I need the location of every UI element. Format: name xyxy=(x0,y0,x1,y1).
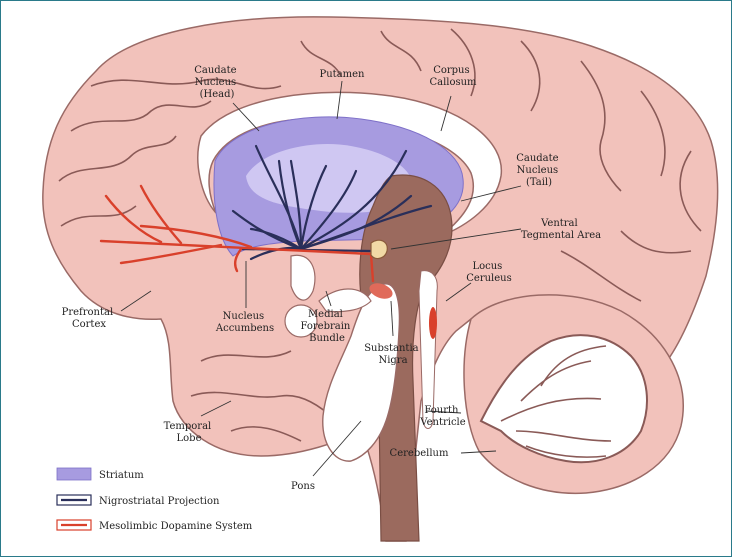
locus-ceruleus-mark xyxy=(429,307,437,339)
legend-label-striatum: Striatum xyxy=(99,470,144,481)
legend: Striatum Nigrostriatal Projection Mesoli… xyxy=(57,468,253,532)
vta-body xyxy=(371,240,387,258)
label-fourth-ventricle: Fourth Ventricle xyxy=(419,405,465,428)
legend-label-mesolimbic: Mesolimbic Dopamine System xyxy=(99,521,253,532)
label-cerebellum: Cerebellum xyxy=(390,448,449,459)
label-nucleus-accumbens: Nucleus Accumbens xyxy=(215,311,274,334)
label-pons: Pons xyxy=(291,481,315,492)
label-caudate-head: Caudate Nucleus (Head) xyxy=(194,65,240,100)
label-prefrontal-cortex: Prefrontal Cortex xyxy=(62,307,117,330)
label-corpus-callosum: Corpus Callosum xyxy=(429,65,477,88)
legend-item-nigrostriatal: Nigrostriatal Projection xyxy=(57,495,220,507)
legend-item-mesolimbic: Mesolimbic Dopamine System xyxy=(57,520,253,532)
legend-label-nigrostriatal: Nigrostriatal Projection xyxy=(99,496,220,507)
label-locus-ceruleus: Locus Ceruleus xyxy=(466,261,511,284)
legend-swatch-striatum xyxy=(57,468,91,480)
legend-item-striatum: Striatum xyxy=(57,468,144,481)
label-putamen: Putamen xyxy=(320,69,366,80)
